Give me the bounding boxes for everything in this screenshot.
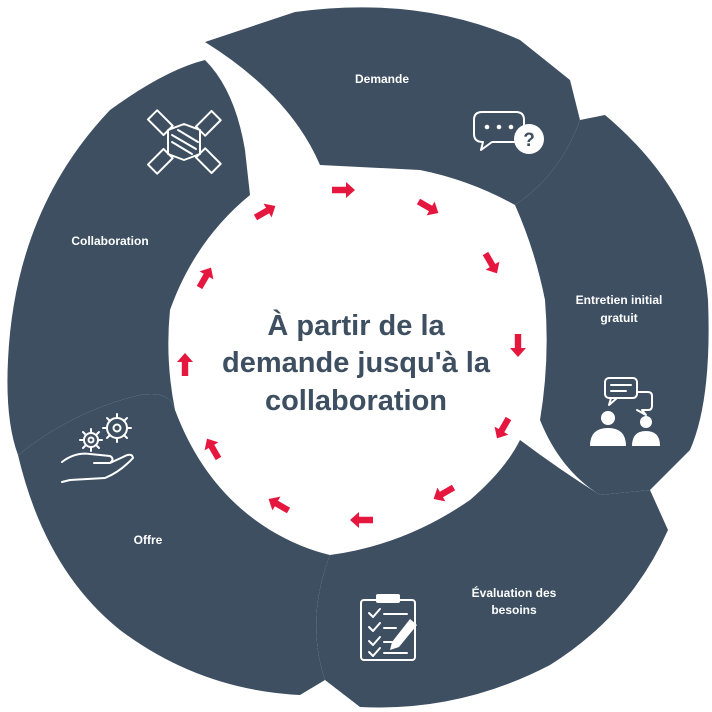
cycle-arrow <box>416 198 439 216</box>
cycle-arrow <box>350 512 373 528</box>
label-offre: Offre <box>134 533 163 547</box>
chat-question-icon: ? <box>473 111 544 154</box>
center-title-line: demande jusqu'à la <box>222 347 491 379</box>
center-title: À partir de la demande jusqu'à la collab… <box>222 308 491 417</box>
center-title-line: collaboration <box>265 385 447 417</box>
cycle-arrow <box>204 438 222 461</box>
step-label-line: Offre <box>134 533 163 547</box>
consultation-icon <box>590 377 660 446</box>
cycle-arrow <box>494 416 512 439</box>
cycle-arrow <box>510 334 526 357</box>
center-title-line: À partir de la <box>267 308 445 342</box>
step-label-line: Évaluation des <box>472 585 557 600</box>
step-label-line: Collaboration <box>71 234 148 248</box>
label-entretien: Entretien initial gratuit <box>576 293 663 325</box>
cycle-arrow <box>332 182 355 198</box>
segment-entretien <box>515 115 709 495</box>
segment-collaboration <box>7 60 250 455</box>
gears-hand-icon <box>61 413 134 483</box>
step-label-line: Demande <box>355 72 409 86</box>
step-label-line: Entretien initial <box>576 293 663 307</box>
cycle-arrow <box>196 267 214 290</box>
clipboard-checklist-icon <box>360 594 417 661</box>
label-demande: Demande <box>355 72 409 86</box>
cycle-arrow <box>433 484 456 502</box>
label-collaboration: Collaboration <box>71 234 148 248</box>
step-label-line: besoins <box>491 603 537 617</box>
cycle-arrow <box>268 496 291 514</box>
joined-hands-icon <box>146 109 222 175</box>
cycle-arrows <box>177 182 526 528</box>
step-label-line: gratuit <box>600 311 637 325</box>
cycle-arrow <box>177 353 193 376</box>
segment-demande <box>205 7 580 205</box>
cycle-arrow <box>482 251 500 274</box>
svg-text:?: ? <box>523 130 535 151</box>
segment-offre <box>18 394 330 695</box>
cycle-arrow <box>253 203 276 221</box>
label-evaluation: Évaluation des besoins <box>472 585 557 617</box>
